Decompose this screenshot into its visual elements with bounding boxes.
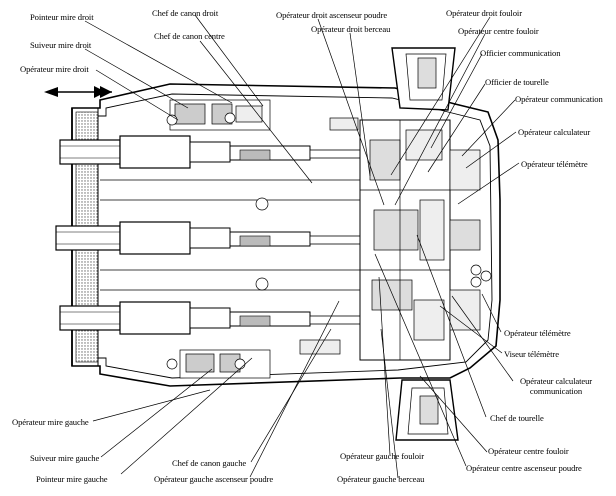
- label-operateur-communication: Opérateur communication: [515, 94, 603, 104]
- label-pointeur-mire-gauche: Pointeur mire gauche: [36, 474, 108, 484]
- label-operateur-mire-gauche: Opérateur mire gauche: [12, 417, 89, 427]
- label-operateur-centre-ascenseur: Opérateur centre ascenseur poudre: [466, 463, 582, 473]
- label-operateur-gauche-ascenseur: Opérateur gauche ascenseur poudre: [154, 474, 274, 484]
- label-viseur-telemetre: Viseur télémètre: [504, 349, 559, 359]
- label-operateur-droit-berceau: Opérateur droit berceau: [311, 24, 391, 34]
- label-operateur-mire-droit: Opérateur mire droit: [20, 64, 89, 74]
- label-chef-canon-droit: Chef de canon droit: [152, 8, 219, 18]
- label-pointeur-mire-droit: Pointeur mire droit: [30, 12, 94, 22]
- label-suiveur-mire-gauche: Suiveur mire gauche: [30, 453, 100, 463]
- machinery-detail: [100, 99, 492, 379]
- rangefinder-wings: [391, 47, 459, 441]
- label-operateur-telemetre-top: Opérateur télémètre: [521, 159, 588, 169]
- gun-left: [59, 301, 361, 335]
- label-chef-canon-gauche: Chef de canon gauche: [172, 458, 247, 468]
- label-operateur-droit-ascenseur: Opérateur droit ascenseur poudre: [276, 10, 388, 20]
- label-operateur-centre-fouloir-top: Opérateur centre fouloir: [458, 26, 539, 36]
- gun-centre: [55, 221, 361, 255]
- label-operateur-calc-comm-line2: communication: [529, 386, 583, 396]
- label-officier-communication: Officier communication: [480, 48, 561, 58]
- label-operateur-centre-fouloir-bottom: Opérateur centre fouloir: [488, 446, 569, 456]
- label-operateur-calc-comm-line1: Opérateur calculateur: [519, 376, 593, 386]
- label-suiveur-mire-droit: Suiveur mire droit: [30, 40, 92, 50]
- leader-lines: [84, 14, 520, 479]
- label-operateur-gauche-berceau: Opérateur gauche berceau: [337, 474, 425, 484]
- label-chef-tourelle: Chef de tourelle: [490, 413, 544, 423]
- label-operateur-calculateur-communication: Opérateur calculateur communication: [510, 376, 602, 396]
- label-operateur-calculateur: Opérateur calculateur: [518, 127, 591, 137]
- gun-right: [59, 135, 361, 169]
- label-operateur-droit-fouloir: Opérateur droit fouloir: [446, 8, 522, 18]
- direction-arrow: [44, 86, 112, 98]
- label-officier-tourelle: Officier de tourelle: [485, 77, 549, 87]
- label-chef-canon-centre: Chef de canon centre: [154, 31, 225, 41]
- label-operateur-gauche-fouloir: Opérateur gauche fouloir: [340, 451, 424, 461]
- label-operateur-telemetre-bottom: Opérateur télémètre: [504, 328, 571, 338]
